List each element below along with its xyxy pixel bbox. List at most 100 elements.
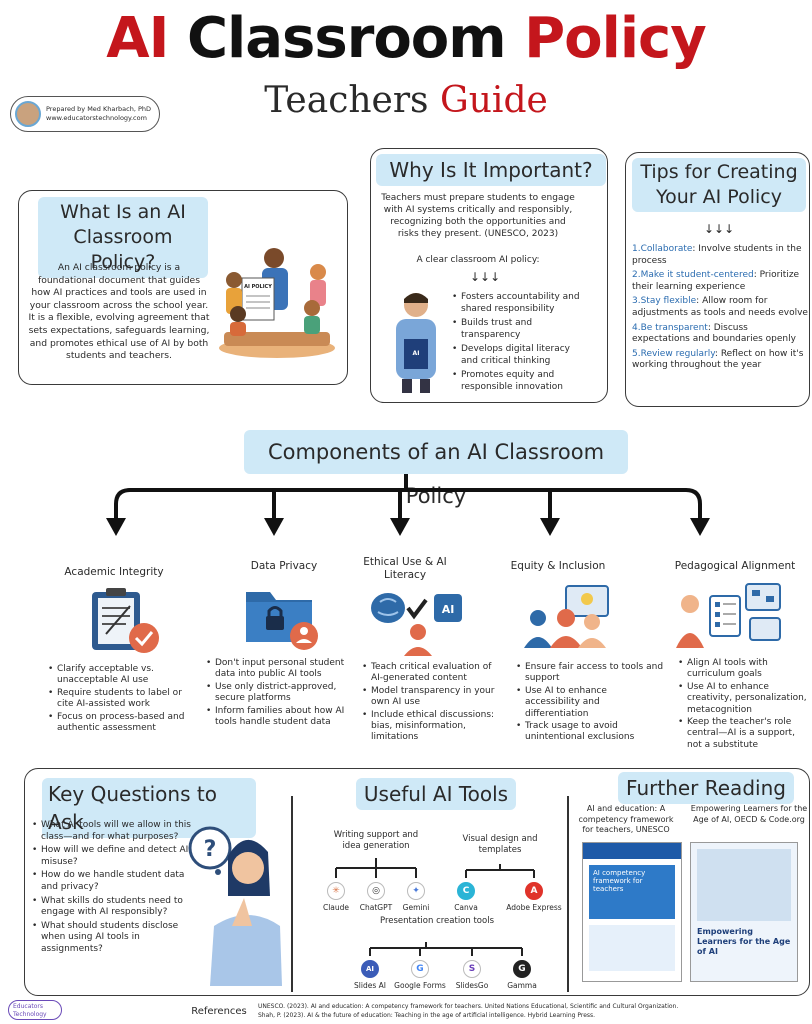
tip-text: : Allow room for adjustments as tools an… <box>632 296 808 318</box>
down-arrows-icon: ↓↓↓ <box>704 222 735 236</box>
tip-text: : Involve students in the process <box>632 244 802 266</box>
thinking-woman-illustration: ? <box>188 826 282 986</box>
curriculum-chart-icon <box>676 583 781 648</box>
list-item: Focus on process-based and authentic ass… <box>48 712 188 735</box>
book-text: AI <box>413 350 420 357</box>
poster-text: AI POLICY <box>244 284 272 290</box>
components-title: Components of an AI Classroom Policy <box>244 430 628 508</box>
component-name: Ethical Use & AI Literacy <box>363 556 447 581</box>
book2-cover[interactable]: Empowering Learners for the Age of AI <box>690 842 798 982</box>
component-pedagogical-alignment: Pedagogical Alignment <box>660 560 810 573</box>
question-bubble-icon: ? <box>204 837 217 862</box>
list-item: Align AI tools with curriculum goals <box>678 658 810 681</box>
component-equity-inclusion: Equity & Inclusion <box>508 560 608 573</box>
book1-cover[interactable]: AI competency framework for teachers <box>582 842 682 982</box>
tip-num: 2. <box>632 270 641 281</box>
book2-cover-art <box>697 849 791 921</box>
list-item: Model transparency in your own AI use <box>362 686 504 709</box>
avatar <box>15 101 41 127</box>
why-body: Teachers must prepare students to engage… <box>381 193 575 239</box>
list-item: Include ethical discussions: bias, misin… <box>362 710 504 744</box>
title-ai: AI <box>106 6 169 71</box>
list-item: Use AI to enhance accessibility and diff… <box>516 686 664 720</box>
subtitle-guide: Guide <box>439 80 548 121</box>
component-name: Equity & Inclusion <box>510 560 606 572</box>
tools-tree-lines <box>335 858 535 956</box>
tip-keyword: Be transparent <box>640 322 708 333</box>
canva-icon: C <box>457 882 475 900</box>
list-item: Develops digital literacy and critical t… <box>452 344 582 367</box>
book1-cover-text: AI competency framework for teachers <box>589 865 675 919</box>
list-item: Use AI to enhance creativity, personaliz… <box>678 682 810 716</box>
book1-title: AI and education: A competency framework… <box>578 804 674 834</box>
reference-item: Shah, P. (2023). AI & the future of educ… <box>258 1012 596 1019</box>
tool-label: ChatGPT <box>359 903 393 912</box>
tip-keyword: Review regularly <box>640 348 715 359</box>
slidesgo-icon: S <box>463 960 481 978</box>
list-item: Fosters accountability and shared respon… <box>452 292 582 315</box>
component-academic-integrity: Academic Integrity <box>44 566 184 579</box>
component-bullets: Align AI tools with curriculum goals Use… <box>678 658 810 752</box>
gamma-icon: G <box>513 960 531 978</box>
tip-num: 1. <box>632 244 641 254</box>
tip-item: 5.Review regularly: Reflect on how it's … <box>632 349 808 372</box>
component-ethical-use: Ethical Use & AI Literacy <box>350 556 460 581</box>
tool-canva[interactable]: C Canva <box>436 882 496 912</box>
tip-item: 3.Stay flexible: Allow room for adjustme… <box>632 296 808 319</box>
educators-technology-logo[interactable]: Educators Technology <box>8 1000 62 1020</box>
tip-text: : Discuss expectations and boundaries op… <box>632 322 796 345</box>
classroom-scene-illustration: AI POLICY <box>219 248 335 358</box>
tool-chatgpt[interactable]: ◎ ChatGPT <box>346 882 406 912</box>
component-bullets: Ensure fair access to tools and support … <box>516 662 664 745</box>
tool-claude[interactable]: ✳Claude <box>306 882 366 912</box>
list-item: How do we handle student data and privac… <box>32 870 202 893</box>
component-name: Academic Integrity <box>64 566 164 578</box>
component-bullets: Teach critical evaluation of AI-generate… <box>362 662 504 745</box>
list-item: Track usage to avoid unintentional exclu… <box>516 721 664 744</box>
tool-label: SlidesGo <box>455 981 489 990</box>
tip-num: 4. <box>632 322 641 333</box>
google-icon: G <box>411 960 429 978</box>
list-item: Promotes equity and responsible innovati… <box>452 370 582 393</box>
down-arrows-icon: ↓↓↓ <box>470 270 501 284</box>
page-title: AI Classroom Policy <box>0 4 812 74</box>
tip-keyword: Collaborate <box>640 244 693 254</box>
subtitle-teachers: Teachers <box>264 80 429 121</box>
component-data-privacy: Data Privacy <box>214 560 354 573</box>
list-item: Require students to label or cite AI-ass… <box>48 688 188 711</box>
locked-folder-icon <box>246 592 318 650</box>
divider <box>567 796 569 992</box>
key-questions-list: What AI tools will we allow in this clas… <box>32 820 202 958</box>
teacher-illustration: AI <box>396 293 436 393</box>
chatgpt-icon: ◎ <box>367 882 385 900</box>
tip-text: : Reflect on how it's working throughout… <box>632 348 804 371</box>
list-item: Use only district-approved, secure platf… <box>206 682 358 705</box>
group-lightbulb-icon <box>524 585 609 648</box>
list-item: How will we define and detect AI misuse? <box>32 845 202 868</box>
tip-num: 3. <box>632 296 641 307</box>
useful-tools-title: Useful AI Tools <box>356 778 516 810</box>
list-item: Clarify acceptable vs. unacceptable AI u… <box>48 664 188 687</box>
tools-group-presentation: Presentation creation tools <box>379 916 494 926</box>
tool-slidesgo[interactable]: S SlidesGo <box>442 960 502 990</box>
author-name: Prepared by Med Kharbach, PhD <box>46 105 152 113</box>
references-list: UNESCO. (2023). AI and education: A comp… <box>258 1002 806 1020</box>
tool-gemini[interactable]: ✦Gemini <box>386 882 446 912</box>
further-reading-title: Further Reading <box>618 772 794 804</box>
tip-text: : Prioritize their learning experience <box>632 270 800 292</box>
list-item: Keep the teacher's role central—AI is a … <box>678 717 810 751</box>
book1-cover-art <box>589 925 675 971</box>
clipboard-check-icon <box>92 588 159 653</box>
tool-label: Slides AI <box>354 981 386 990</box>
tool-label: Canva <box>454 903 478 912</box>
author-badge[interactable]: Prepared by Med Kharbach, PhD www.educat… <box>10 96 160 132</box>
component-name: Pedagogical Alignment <box>674 560 796 572</box>
components-connector-arrows <box>106 474 710 536</box>
tip-keyword: Make it student-centered <box>640 270 754 281</box>
tool-label: Adobe Express <box>506 903 562 912</box>
why-list: Fosters accountability and shared respon… <box>452 292 582 396</box>
